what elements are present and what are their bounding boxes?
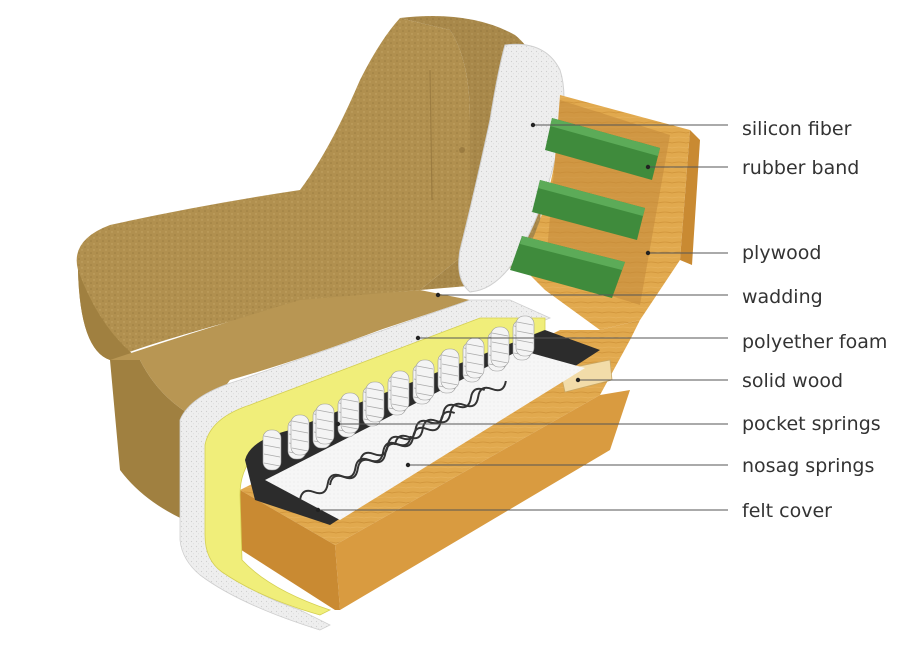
label-text-plywood: plywood — [742, 242, 821, 264]
pocket-spring — [465, 337, 485, 379]
label-text-pocket-springs: pocket springs — [742, 413, 881, 435]
label-nosag-springs: nosag springs — [405, 455, 874, 477]
pocket-spring — [440, 348, 460, 390]
pocket-spring — [415, 359, 435, 401]
label-text-wadding: wadding — [742, 286, 823, 308]
rubber-bands — [510, 118, 660, 298]
label-pocket-springs: pocket springs — [335, 413, 881, 435]
seat-foam-layer — [204, 317, 546, 616]
label-rubber-band: rubber band — [645, 157, 859, 179]
label-plywood: plywood — [645, 242, 821, 264]
label-polyether-foam: polyether foam — [415, 331, 887, 353]
pocket-spring — [262, 429, 282, 471]
pocket-spring — [515, 315, 535, 357]
label-felt-cover: felt cover — [315, 500, 832, 522]
label-text-rubber-band: rubber band — [742, 157, 859, 179]
pocket-spring — [365, 381, 385, 423]
label-group: silicon fiber rubber band plywood waddin… — [315, 118, 887, 522]
label-text-silicon-fiber: silicon fiber — [742, 118, 852, 140]
pocket-spring — [290, 414, 310, 456]
pocket-spring — [390, 370, 410, 412]
label-solid-wood: solid wood — [575, 370, 843, 392]
pocket-spring — [315, 403, 335, 445]
label-text-felt-cover: felt cover — [742, 500, 832, 522]
label-text-polyether-foam: polyether foam — [742, 331, 887, 353]
label-text-solid-wood: solid wood — [742, 370, 843, 392]
label-text-nosag-springs: nosag springs — [742, 455, 874, 477]
back-frame — [510, 95, 700, 330]
pocket-springs-group — [262, 315, 535, 471]
label-wadding: wadding — [435, 286, 823, 308]
pocket-spring — [340, 392, 360, 434]
label-silicon-fiber: silicon fiber — [530, 118, 852, 140]
silicon-fiber-layer — [458, 43, 565, 293]
nosag-springs-group — [299, 380, 507, 501]
pocket-spring — [490, 326, 510, 368]
